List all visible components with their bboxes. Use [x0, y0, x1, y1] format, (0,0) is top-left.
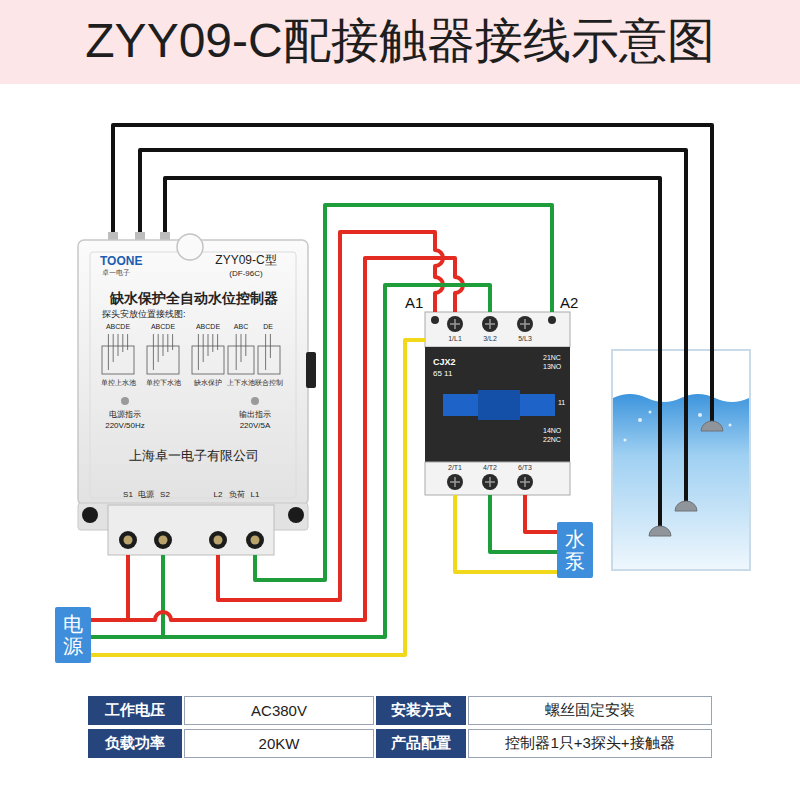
wire	[91, 555, 128, 620]
device-label: 6/T3	[518, 464, 532, 472]
table-header-cell: 产品配置	[376, 729, 466, 758]
device-label: L1	[251, 490, 260, 499]
wire	[91, 285, 490, 637]
device-label: 单控下水池	[146, 379, 181, 387]
device-label: 65 11	[433, 369, 452, 378]
diagram-title: ZYY09-C配接触器接线示意图	[0, 14, 800, 68]
device-label: 1/L1	[448, 335, 462, 343]
table-header-cell: 负载功率	[88, 729, 182, 758]
device-label: 缺水保护	[194, 379, 222, 387]
device-label: 输出指示	[239, 410, 271, 419]
device-label: 14NO	[543, 427, 561, 435]
device-label: 单控上水池	[101, 379, 136, 387]
device-label: 探头安放位置接线图:	[102, 309, 186, 319]
header-band	[0, 0, 800, 84]
device-label: S2	[160, 490, 170, 499]
level-controller: TOONE卓一电子 ZYY09-C型(DF-96C) 缺水保护全自动水位控制器探头安…	[78, 238, 310, 555]
table-header-cell: 安装方式	[376, 696, 466, 725]
device-label: TOONE	[100, 255, 142, 269]
tag-text: 水泵	[565, 528, 585, 572]
device-label: 220V/50Hz	[105, 421, 145, 430]
device-label: S1	[123, 490, 133, 499]
power-tag: 电源	[55, 607, 91, 663]
table-value-cell: 螺丝固定安装	[468, 696, 712, 725]
device-label: 电源	[138, 490, 154, 499]
device-label: 220V/5A	[240, 421, 271, 430]
water	[613, 394, 749, 569]
device-label: 2/T1	[448, 464, 462, 472]
device-label: 缺水保护全自动水位控制器	[110, 290, 278, 306]
tag-text: 电源	[63, 613, 83, 657]
device-label: 负荷	[229, 490, 245, 499]
device-label: 21NC	[543, 354, 561, 362]
device-label: 上下水池联合控制	[227, 379, 283, 387]
device-label: 11	[558, 399, 565, 407]
wire	[490, 495, 557, 552]
table-value-cell: 20KW	[184, 729, 374, 758]
device-label: A1	[405, 294, 423, 311]
water-tank	[612, 350, 750, 570]
device-label: 电源指示	[109, 410, 141, 419]
wire	[91, 258, 463, 620]
table-value-cell: 控制器1只+3探头+接触器	[468, 729, 712, 758]
wire	[218, 232, 443, 600]
contactor: A1A21/L13/L25/L3CJX265 1121NC13NO1114NO2…	[425, 312, 570, 495]
device-label: 5/L3	[518, 335, 532, 343]
controller-device	[78, 232, 316, 555]
table-value-cell: AC380V	[184, 696, 374, 725]
device-label: L2	[214, 490, 223, 499]
wire	[255, 205, 552, 580]
wire	[525, 495, 557, 532]
bubbles	[624, 411, 732, 442]
device-label: ABCDE	[151, 323, 175, 331]
device-label: ABCDE	[106, 323, 130, 331]
device-label: ZYY09-C型	[215, 254, 276, 268]
device-label: 4/T2	[483, 464, 497, 472]
device-label: 3/L2	[483, 335, 497, 343]
device-label: ABC	[234, 323, 248, 331]
table-header-cell: 工作电压	[88, 696, 182, 725]
probe-wires	[113, 125, 712, 528]
device-label: 上海卓一电子有限公司	[129, 449, 259, 464]
wire	[455, 495, 557, 572]
device-label: 卓一电子	[102, 269, 130, 277]
device-label: DE	[263, 323, 273, 331]
device-label: (DF-96C)	[229, 269, 262, 278]
probes	[649, 421, 723, 536]
wire	[91, 555, 163, 637]
contactor-body	[425, 312, 570, 495]
pump-tag: 水泵	[557, 522, 593, 578]
device-label: CJX2	[433, 357, 456, 367]
device-label: ABCDE	[196, 323, 220, 331]
wire	[91, 340, 425, 655]
device-label: A2	[560, 294, 578, 311]
device-label: 22NC	[543, 436, 561, 444]
device-label: 13NO	[543, 363, 561, 371]
